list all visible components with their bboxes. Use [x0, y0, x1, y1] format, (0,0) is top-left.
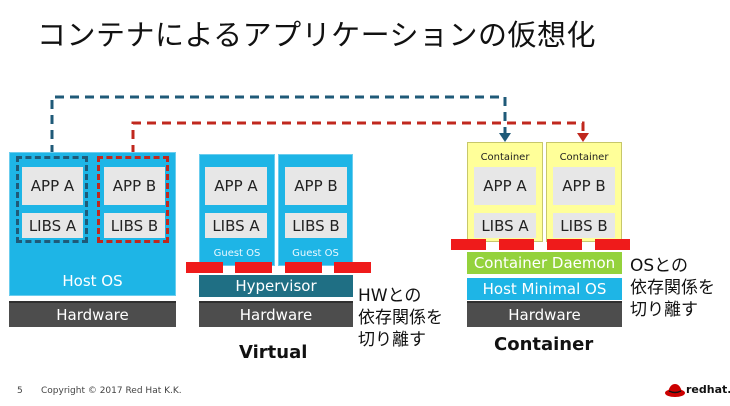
- app-b-group-outline: [97, 156, 169, 243]
- container-app-b: APP B: [553, 167, 615, 205]
- guest-os-label-1: Guest OS: [213, 248, 261, 259]
- virtual-heading: Virtual: [239, 342, 308, 363]
- host-os-label: Host OS: [62, 272, 123, 290]
- arrowhead-teal: [499, 133, 511, 142]
- container-hardware-layer: Hardware: [467, 301, 622, 327]
- container-note-line: 切り離す: [630, 300, 698, 320]
- virtual-note-line: HWとの: [358, 286, 422, 306]
- virtual-note-line: 切り離す: [358, 330, 426, 350]
- app-a-group-outline: [16, 156, 88, 243]
- arrowhead-red: [577, 133, 589, 142]
- separator-bar: [451, 239, 486, 250]
- container-note: OSとの 依存関係を 切り離す: [630, 255, 715, 321]
- copyright-text: Copyright © 2017 Red Hat K.K.: [41, 386, 182, 396]
- slide-title: コンテナによるアプリケーションの仮想化: [37, 18, 597, 52]
- virtual-note-line: 依存関係を: [358, 308, 443, 328]
- virtual-note: HWとの 依存関係を 切り離す: [358, 285, 443, 351]
- container-app-a: APP A: [474, 167, 536, 205]
- host-app-a: APP A: [22, 167, 83, 205]
- container-libs-b: LIBS B: [553, 213, 615, 238]
- hypervisor-layer: Hypervisor: [199, 275, 353, 297]
- container-label-1: Container: [480, 152, 530, 163]
- virtual-libs-b: LIBS B: [285, 213, 347, 238]
- separator-bar: [285, 262, 322, 273]
- container-daemon-layer: Container Daemon: [467, 252, 622, 274]
- host-minimal-os-layer: Host Minimal OS: [467, 278, 622, 300]
- container-heading: Container: [494, 334, 594, 355]
- redhat-logo-text: redhat.: [686, 383, 730, 396]
- container-note-line: OSとの: [630, 256, 689, 276]
- container-note-line: 依存関係を: [630, 278, 715, 298]
- redhat-logo: redhat.: [664, 381, 730, 401]
- container-label-2: Container: [559, 152, 609, 163]
- virtual-hardware-layer: Hardware: [199, 301, 353, 327]
- separator-bar: [235, 262, 272, 273]
- separator-bar: [547, 239, 582, 250]
- host-hardware-layer: Hardware: [9, 301, 176, 327]
- virtual-libs-a: LIBS A: [205, 213, 267, 238]
- separator-bar: [186, 262, 223, 273]
- separator-bar: [334, 262, 371, 273]
- virtual-app-b: APP B: [285, 167, 347, 205]
- host-libs-a: LIBS A: [22, 213, 83, 238]
- virtual-app-a: APP A: [205, 167, 267, 205]
- arrow-app-a-to-container: [50, 95, 507, 154]
- page-number: 5: [17, 386, 23, 396]
- separator-bar: [499, 239, 534, 250]
- host-libs-b: LIBS B: [104, 213, 165, 238]
- container-libs-a: LIBS A: [474, 213, 536, 238]
- redhat-hat-icon: [665, 384, 685, 397]
- guest-os-label-2: Guest OS: [292, 248, 339, 259]
- arrow-app-b-to-container: [131, 121, 585, 154]
- separator-bar: [595, 239, 630, 250]
- host-app-b: APP B: [104, 167, 165, 205]
